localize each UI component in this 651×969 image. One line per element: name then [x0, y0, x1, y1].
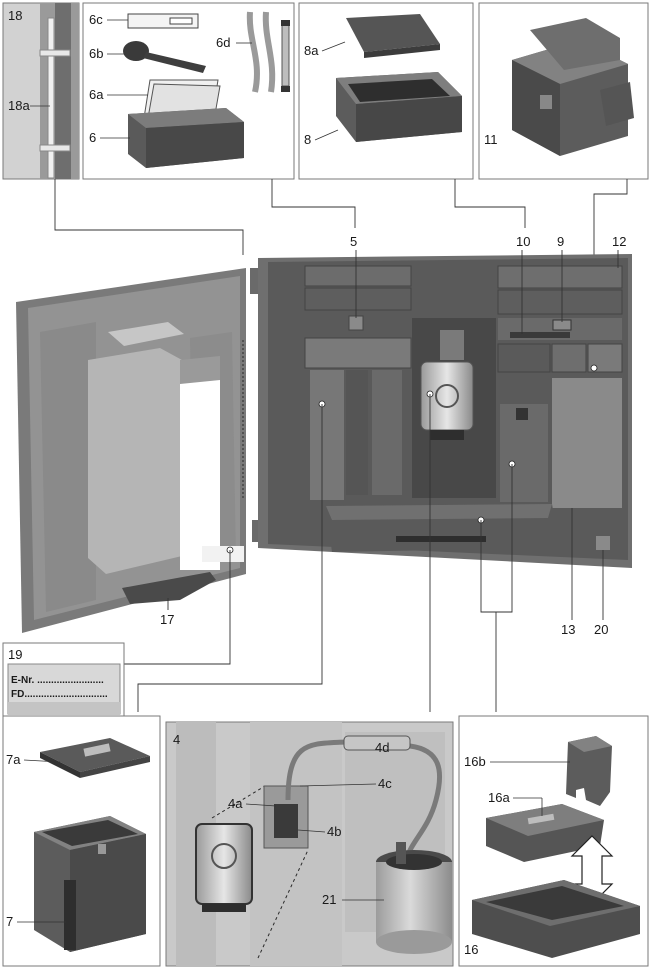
- appliance-main: [16, 254, 632, 633]
- callout-16: 16: [464, 942, 478, 957]
- callout-9: 9: [557, 234, 564, 249]
- panel-7-bean-container: [2, 715, 161, 967]
- callout-4: 4: [173, 732, 180, 747]
- callout-4b: 4b: [327, 824, 341, 839]
- callout-13: 13: [561, 622, 575, 637]
- callout-7: 7: [6, 914, 13, 929]
- rating-enr: E-Nr. ........................: [11, 675, 104, 686]
- panel-16-milk-outlet-parts: [458, 715, 649, 967]
- callout-7a: 7a: [6, 752, 21, 767]
- callout-6: 6: [89, 130, 96, 145]
- callout-12: 12: [612, 234, 626, 249]
- callout-19: 19: [8, 647, 22, 662]
- callout-5: 5: [350, 234, 357, 249]
- callout-6a: 6a: [89, 87, 104, 102]
- callout-6b: 6b: [89, 46, 103, 61]
- panel-11-water-tank: [478, 2, 649, 180]
- callout-11: 11: [484, 132, 498, 147]
- callout-18a: 18a: [8, 98, 30, 113]
- callout-6d: 6d: [216, 35, 230, 50]
- panel-18-door-seal: [2, 2, 80, 180]
- callout-16b: 16b: [464, 754, 486, 769]
- panel-4-milk-system: [165, 721, 454, 967]
- callout-18: 18: [8, 8, 22, 23]
- panel-19-rating-plate: [2, 642, 125, 720]
- callout-16a: 16a: [488, 790, 510, 805]
- callout-4c: 4c: [378, 776, 392, 791]
- callout-20: 20: [594, 622, 608, 637]
- callout-4d: 4d: [375, 740, 389, 755]
- panel-8-grounds-container: [298, 2, 474, 180]
- callout-8a: 8a: [304, 43, 319, 58]
- panel-6-accessories: [82, 2, 295, 180]
- leader-lines-bottom: [124, 394, 513, 712]
- callout-17: 17: [160, 612, 174, 627]
- rating-fd: FD..............................: [11, 689, 108, 700]
- callout-8: 8: [304, 132, 311, 147]
- callout-4a: 4a: [228, 796, 243, 811]
- callout-10: 10: [516, 234, 530, 249]
- callout-6c: 6c: [89, 12, 103, 27]
- callout-21: 21: [322, 892, 336, 907]
